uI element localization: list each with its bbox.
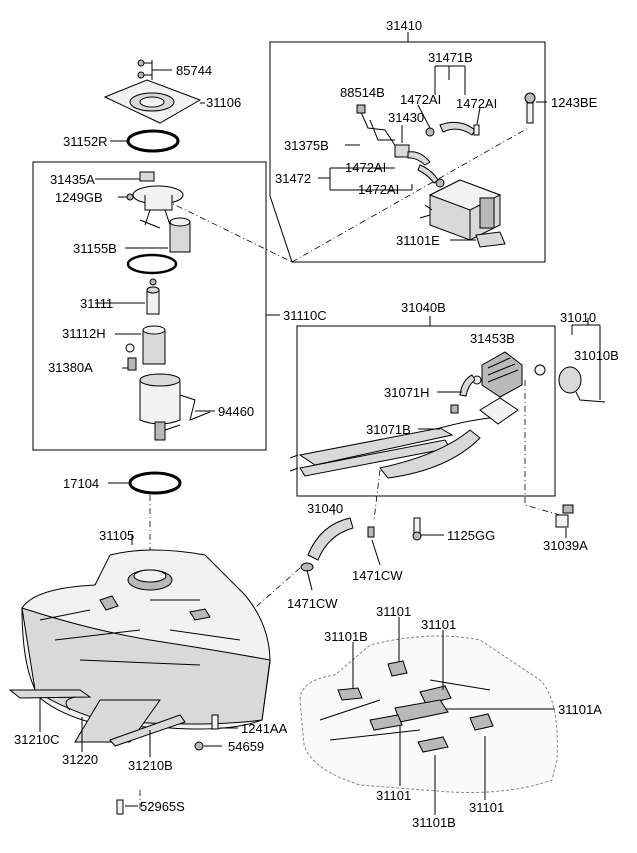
label-31106: 31106 bbox=[206, 95, 241, 110]
label-31472: 31472 bbox=[275, 171, 311, 186]
plate-31106 bbox=[103, 79, 205, 124]
fuel-cap-31010 bbox=[558, 318, 606, 403]
hose-centerline bbox=[229, 567, 301, 631]
label-52965S: 52965S bbox=[140, 799, 185, 814]
pad-leaders bbox=[352, 617, 555, 815]
straps-31210 bbox=[8, 689, 186, 757]
label-1471CW-b: 1471CW bbox=[287, 596, 338, 611]
label-31010B: 31010B bbox=[574, 348, 619, 363]
gasket-17104 bbox=[108, 471, 182, 495]
cap-centerline bbox=[524, 380, 561, 516]
label-31040: 31040 bbox=[307, 501, 343, 516]
label-31110C: 31110C bbox=[283, 308, 327, 323]
leader-31472 bbox=[318, 167, 413, 191]
label-17104: 17104 bbox=[63, 476, 99, 491]
label-31071H: 31071H bbox=[384, 385, 430, 400]
pump-module-parts bbox=[95, 171, 211, 441]
label-88514B: 88514B bbox=[340, 85, 385, 100]
label-31101B-a: 31101B bbox=[324, 629, 368, 644]
canister-centerline bbox=[291, 127, 529, 263]
label-94460: 94460 bbox=[218, 404, 254, 419]
label-31111: 31111 bbox=[80, 296, 113, 311]
label-1249GB: 1249GB bbox=[55, 190, 103, 205]
label-31101B-b: 31101B bbox=[412, 815, 456, 830]
label-31155B: 31155B bbox=[73, 241, 117, 256]
label-31101-a: 31101 bbox=[376, 604, 411, 619]
label-31071B: 31071B bbox=[366, 422, 411, 437]
bolt-1125GG bbox=[412, 517, 444, 541]
label-31101-d: 31101 bbox=[469, 800, 504, 815]
hose-31040 bbox=[300, 504, 381, 591]
label-1472AI-b: 1472AI bbox=[456, 96, 497, 111]
hose-centerline-2 bbox=[373, 469, 381, 521]
label-31101-c: 31101 bbox=[376, 788, 411, 803]
label-1243BE: 1243BE bbox=[551, 95, 598, 110]
label-1472AI-d: 1472AI bbox=[358, 182, 399, 197]
screw-85744 bbox=[137, 59, 172, 80]
label-31039A: 31039A bbox=[543, 538, 588, 553]
label-31453B: 31453B bbox=[470, 331, 515, 346]
pump-centerline bbox=[164, 199, 293, 263]
label-31040B: 31040B bbox=[401, 300, 446, 315]
label-31210C: 31210C bbox=[14, 732, 60, 747]
label-1472AI-a: 1472AI bbox=[400, 92, 441, 107]
filler-group-box bbox=[296, 325, 556, 497]
label-54659: 54659 bbox=[228, 739, 264, 754]
label-31010: 31010 bbox=[560, 310, 596, 325]
bolts-tank bbox=[116, 714, 238, 815]
gasket-31152R bbox=[110, 129, 180, 153]
canister-group-box bbox=[269, 41, 546, 263]
label-31210B: 31210B bbox=[128, 758, 173, 773]
label-31220: 31220 bbox=[62, 752, 98, 767]
label-31152R: 31152R bbox=[63, 134, 108, 149]
pads-31101 bbox=[337, 660, 494, 753]
label-31410: 31410 bbox=[386, 18, 422, 33]
filler-parts bbox=[289, 316, 546, 479]
label-31105: 31105 bbox=[99, 528, 134, 543]
label-31430: 31430 bbox=[388, 110, 424, 125]
label-1241AA: 1241AA bbox=[241, 721, 288, 736]
label-1125GG: 1125GG bbox=[447, 528, 495, 543]
canister-parts bbox=[356, 32, 547, 248]
pump-group-box bbox=[32, 161, 267, 451]
label-31375B: 31375B bbox=[284, 138, 329, 153]
label-31112H: 31112H bbox=[62, 326, 106, 341]
label-31101E: 31101E bbox=[396, 233, 440, 248]
label-31471B: 31471B bbox=[428, 50, 473, 65]
label-31380A: 31380A bbox=[48, 360, 93, 375]
label-1471CW-a: 1471CW bbox=[352, 568, 403, 583]
label-31435A: 31435A bbox=[50, 172, 95, 187]
label-1472AI-c: 1472AI bbox=[345, 160, 386, 175]
label-31101-b: 31101 bbox=[421, 617, 456, 632]
plug-31039A bbox=[555, 504, 574, 538]
label-85744: 85744 bbox=[176, 63, 212, 78]
label-31101A: 31101A bbox=[558, 702, 602, 717]
